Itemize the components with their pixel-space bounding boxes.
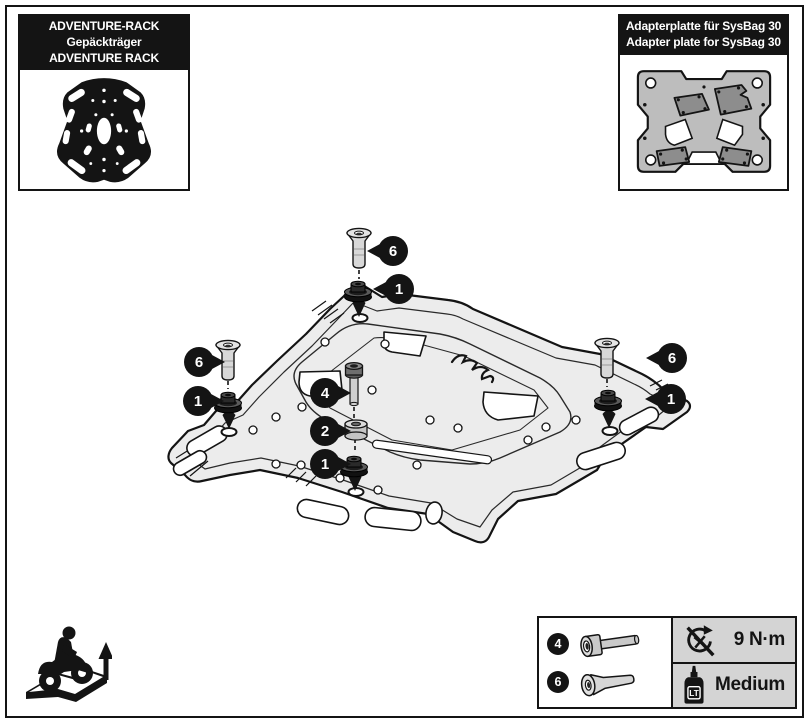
- threadlocker-row: LT Medium: [673, 661, 795, 707]
- callout-6-top: 6: [378, 236, 408, 266]
- callout-number: 6: [388, 242, 398, 260]
- legend-part-4-row: 4: [547, 628, 671, 660]
- rack-title-de: ADVENTURE-RACK Gepäckträger: [48, 19, 160, 49]
- threadlocker-value: Medium: [715, 674, 785, 696]
- part-number-badge: 6: [547, 670, 569, 693]
- rack-title-box: ADVENTURE-RACK Gepäckträger ADVENTURE RA…: [18, 14, 190, 191]
- callout-1-top: 1: [384, 274, 414, 304]
- rack-silhouette: [20, 70, 188, 192]
- legend-spec-column: 9 N·m LT Medium: [671, 618, 795, 707]
- callout-1-center: 1: [310, 449, 340, 479]
- torque-row: 9 N·m: [673, 618, 795, 662]
- callout-1-left: 1: [183, 386, 213, 416]
- fastener-legend: 4 6: [537, 616, 797, 709]
- bottle-label: LT: [689, 689, 698, 698]
- callout-6-right: 6: [657, 343, 687, 373]
- callout-number: 6: [667, 349, 677, 367]
- grommet-top: [344, 280, 372, 303]
- adapter-plate-icon: [636, 69, 771, 173]
- part-number-badge: 4: [547, 632, 569, 655]
- alignment-dashes: [227, 270, 608, 453]
- torque-value: 9 N·m: [733, 628, 786, 650]
- rack-title-en: ADVENTURE RACK: [49, 50, 159, 65]
- callout-number: 1: [320, 455, 330, 473]
- adapter-plate-drawing: [620, 55, 787, 189]
- legend-parts-cell: 4 6: [539, 618, 671, 707]
- adapter-title-de: Adapterplatte für SysBag 30: [625, 19, 782, 33]
- callout-number: 4: [320, 384, 330, 402]
- rack-holes: [248, 337, 581, 495]
- callout-number: 1: [193, 392, 203, 410]
- adventure-rack-plate: [167, 282, 692, 544]
- page-border: [5, 5, 804, 718]
- callout-number: 1: [666, 390, 676, 408]
- rack-cutouts: [172, 331, 660, 532]
- legend-part-6-row: 6: [547, 666, 671, 698]
- no-power-tool-icon: [686, 625, 715, 657]
- callout-4-center: 4: [310, 378, 340, 408]
- countersunk-screw-icon: [580, 673, 635, 696]
- rack-silhouette-icon: [56, 78, 152, 183]
- socket-head-screw-icon: [580, 633, 640, 657]
- callout-1-right: 1: [656, 384, 686, 414]
- adapter-title-en: Adapter plate for SysBag 30: [626, 34, 781, 49]
- brand-logo-engraving: [450, 354, 495, 384]
- callout-2-center: 2: [310, 416, 340, 446]
- callout-number: 6: [194, 353, 204, 371]
- adapter-title: Adapterplatte für SysBag 30 Adapter plat…: [620, 16, 787, 55]
- rack-title: ADVENTURE-RACK Gepäckträger ADVENTURE RA…: [20, 16, 188, 71]
- callout-number: 1: [394, 280, 404, 298]
- motorcycle-rider-on-arrow-icon: [26, 626, 112, 702]
- callout-number: 2: [320, 422, 330, 440]
- threadlocker-bottle-icon: LT: [684, 666, 704, 704]
- callout-6-left: 6: [184, 347, 214, 377]
- adapter-title-box: Adapterplatte für SysBag 30 Adapter plat…: [618, 14, 789, 191]
